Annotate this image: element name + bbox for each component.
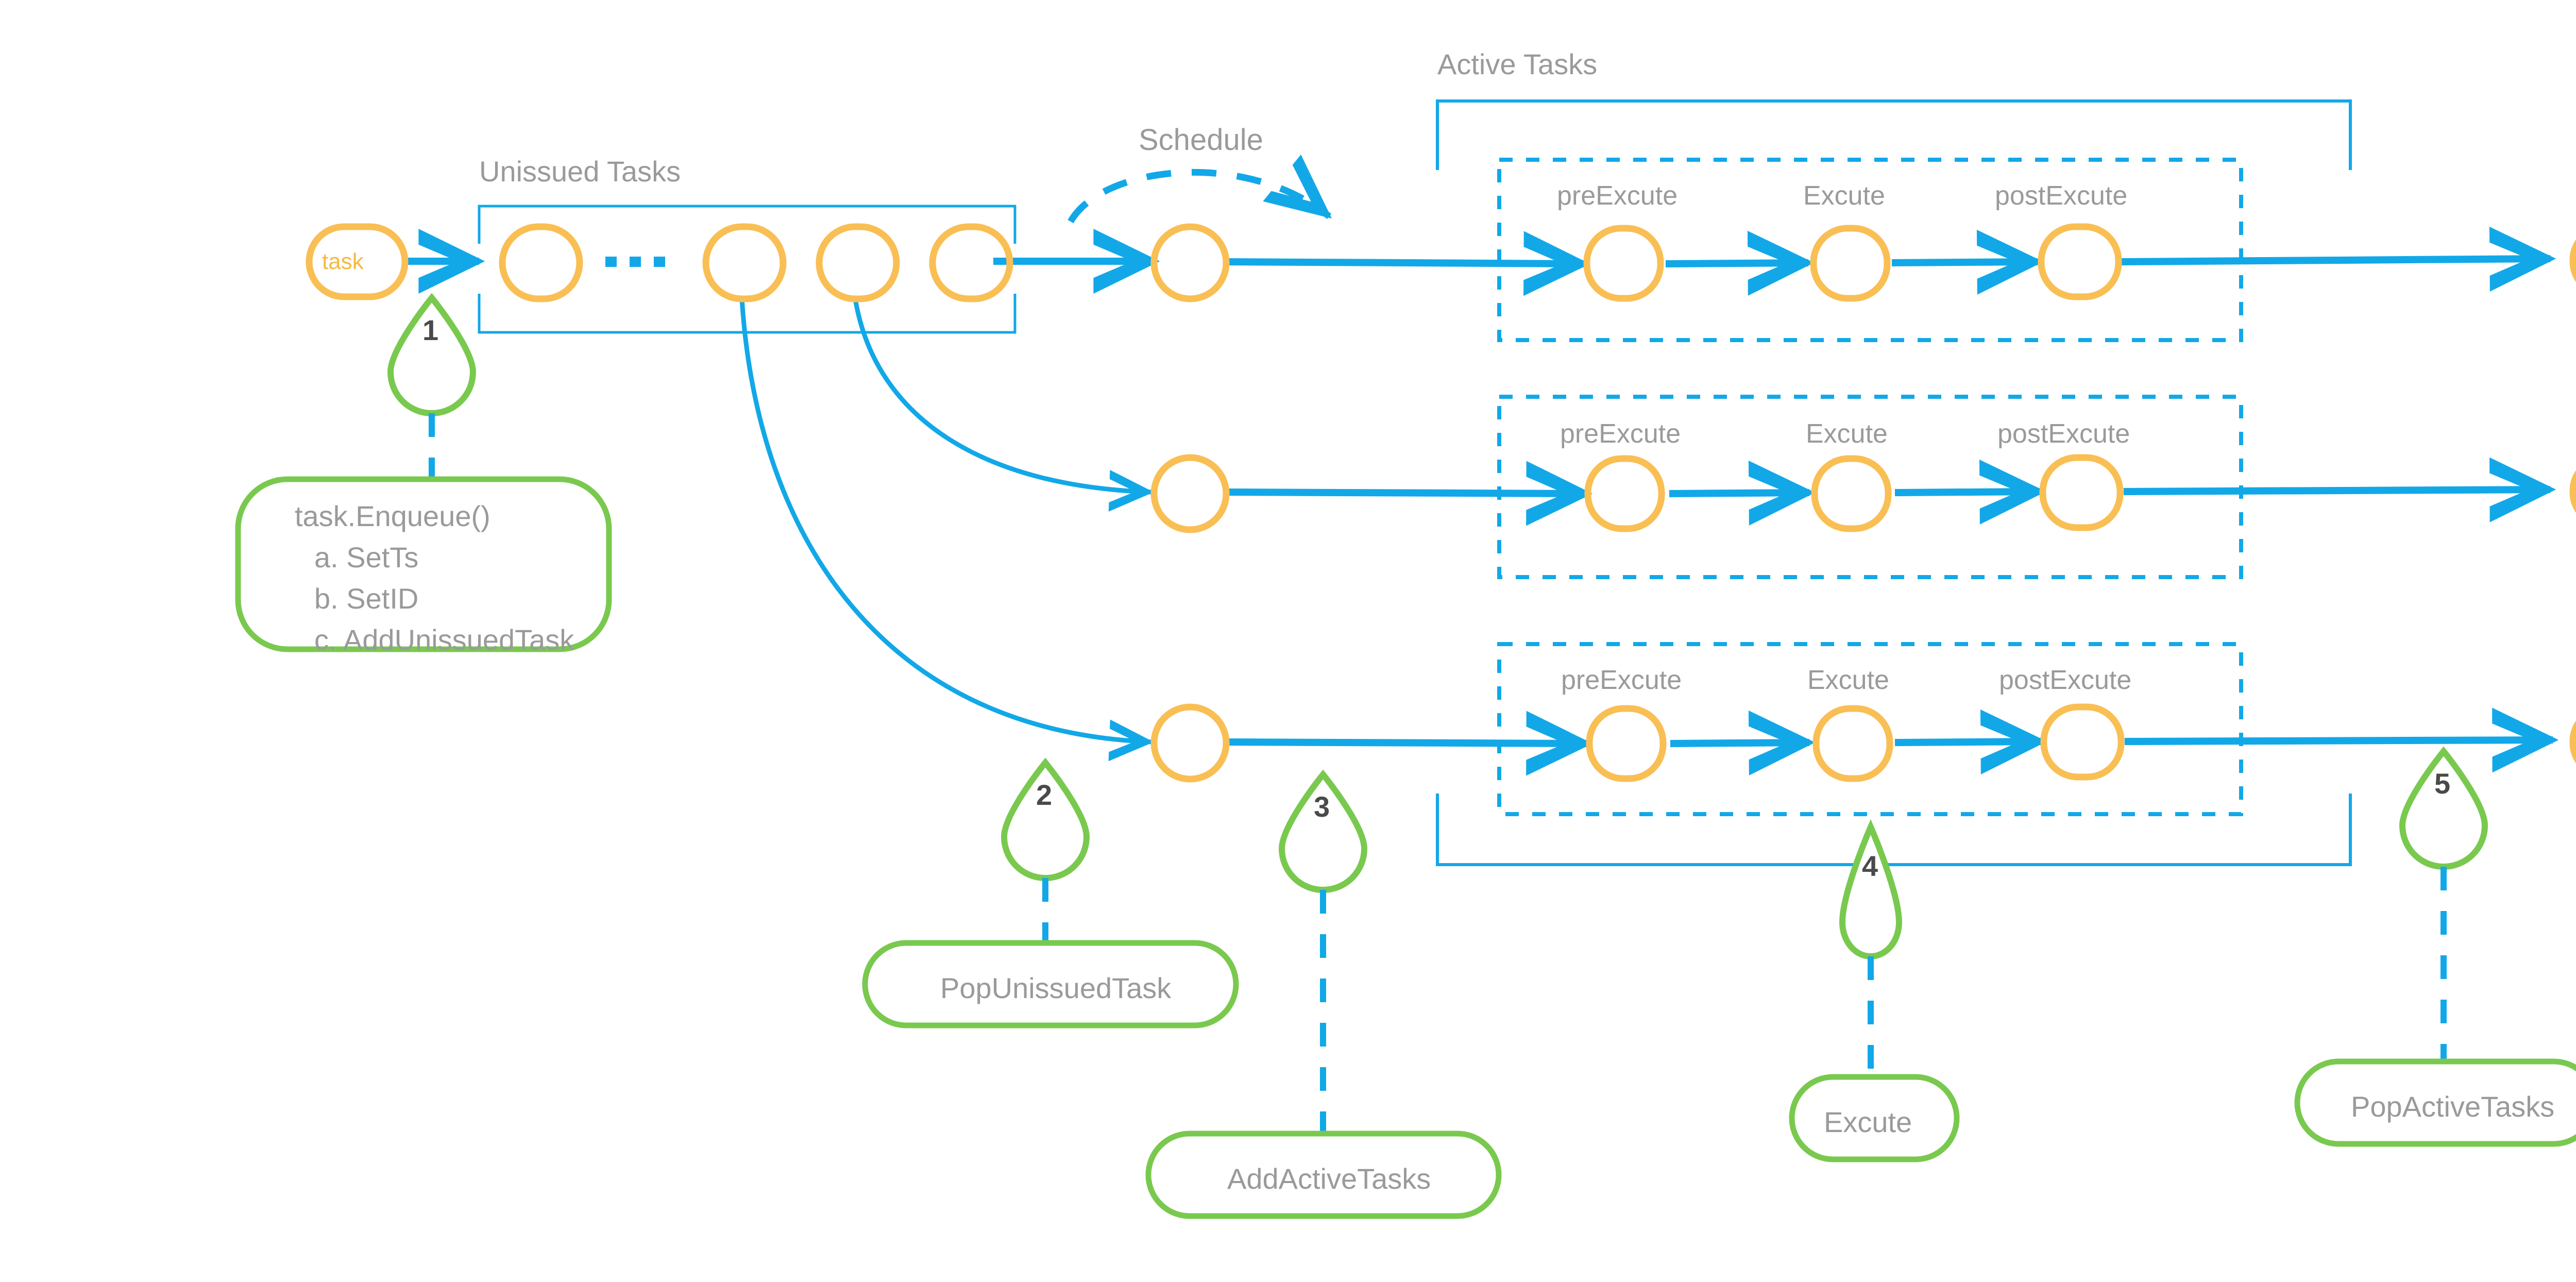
node-label-task: task bbox=[322, 249, 364, 274]
annotation-enqueue-title: task.Enqueue() bbox=[295, 500, 490, 532]
marker-number-4: 4 bbox=[1862, 850, 1878, 882]
flow-edges bbox=[405, 226, 2559, 776]
markers bbox=[387, 293, 2488, 959]
stage-label-row1-execute: Excute bbox=[1803, 181, 1885, 211]
stage-label-row3-pre-execute: preExcute bbox=[1561, 665, 1682, 695]
marker-number-5: 5 bbox=[2434, 767, 2451, 800]
stage-label-row1-post-execute: postExcute bbox=[1995, 181, 2128, 211]
stage-box-row-1 bbox=[1497, 158, 2243, 342]
active-tasks-bracket bbox=[1436, 99, 2352, 866]
node-task bbox=[306, 223, 409, 300]
annotation-box-pop-active bbox=[2294, 1058, 2576, 1147]
group-label-active-tasks: Active Tasks bbox=[1437, 48, 1598, 80]
annotation-box-enqueue bbox=[235, 476, 612, 652]
stage-label-row2-execute: Excute bbox=[1806, 419, 1888, 449]
annotation-label-execute: Excute bbox=[1824, 1106, 1912, 1138]
marker-number-3: 3 bbox=[1314, 790, 1330, 823]
marker-number-1: 1 bbox=[422, 314, 439, 346]
annotation-enqueue-step-b: b. SetID bbox=[314, 582, 419, 615]
marker-pin-4 bbox=[1839, 819, 1903, 959]
annotation-label-add-active: AddActiveTasks bbox=[1227, 1162, 1431, 1195]
queue-ellipsis-dots bbox=[605, 257, 665, 267]
marker-number-2: 2 bbox=[1036, 779, 1053, 811]
group-label-schedule: Schedule bbox=[1139, 123, 1263, 157]
stage-label-row2-post-execute: postExcute bbox=[1997, 419, 2130, 449]
queue-dispatch-curves bbox=[739, 298, 1154, 762]
stage-label-row1-pre-execute: preExcute bbox=[1557, 181, 1678, 211]
annotation-box-add-active bbox=[1145, 1131, 1502, 1219]
task-nodes bbox=[306, 223, 2576, 783]
annotation-boxes bbox=[235, 476, 2576, 1219]
schedule-dashed-arrow bbox=[1067, 155, 1332, 224]
stage-label-row3-execute: Excute bbox=[1807, 665, 1889, 695]
marker-leader-lines bbox=[429, 413, 2447, 1134]
group-label-unissued-tasks: Unissued Tasks bbox=[479, 155, 681, 188]
annotation-label-pop-active: PopActiveTasks bbox=[2351, 1090, 2555, 1123]
annotation-box-pop-unissued bbox=[862, 940, 1239, 1028]
annotation-enqueue-step-a: a. SetTs bbox=[314, 541, 419, 573]
stage-label-row2-pre-execute: preExcute bbox=[1560, 419, 1681, 449]
stage-box-row-2 bbox=[1497, 395, 2243, 579]
stage-label-row3-post-execute: postExcute bbox=[1999, 665, 2132, 695]
annotation-label-pop-unissued: PopUnissuedTask bbox=[940, 972, 1172, 1004]
annotation-enqueue-step-c: c. AddUnissuedTask bbox=[314, 623, 574, 656]
annotation-box-execute bbox=[1789, 1074, 1960, 1162]
